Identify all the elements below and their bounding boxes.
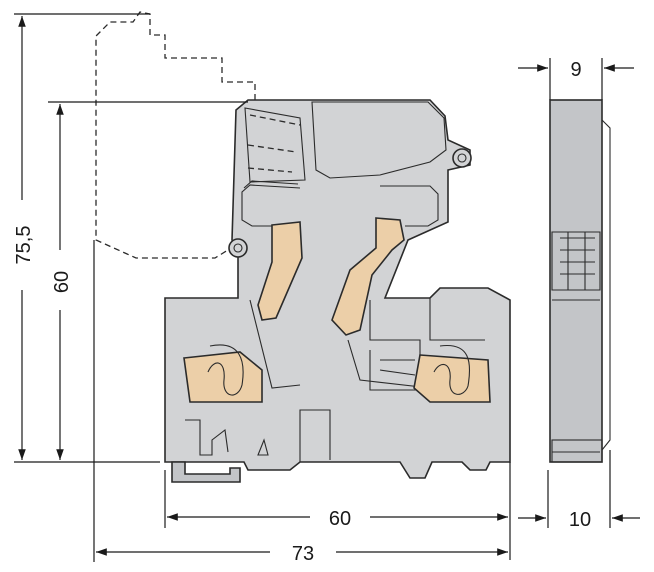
dimension-overall-height: 75,5 [13,13,160,463]
dim-inner-length-label: 60 [329,508,351,530]
dimension-inner-length: 60 [164,462,511,560]
clamp-right [413,344,491,403]
cover-dashed-outline [95,11,256,259]
dim-overall-height-label: 75,5 [13,226,35,265]
dim-bottom-width-label: 10 [569,509,591,531]
end-view [549,99,611,463]
dim-top-width-label: 9 [570,59,581,81]
clamp-left [183,344,263,403]
dimension-body-height: 60 [48,101,248,460]
dim-overall-length-label: 73 [292,543,314,565]
dimension-overall-length: 73 [93,240,508,565]
terminal-body [164,99,511,483]
dimension-top-width: 9 [518,58,634,100]
contact-springs [241,180,439,389]
dim-body-height-label: 60 [51,271,73,293]
dimension-bottom-width: 10 [518,450,640,531]
